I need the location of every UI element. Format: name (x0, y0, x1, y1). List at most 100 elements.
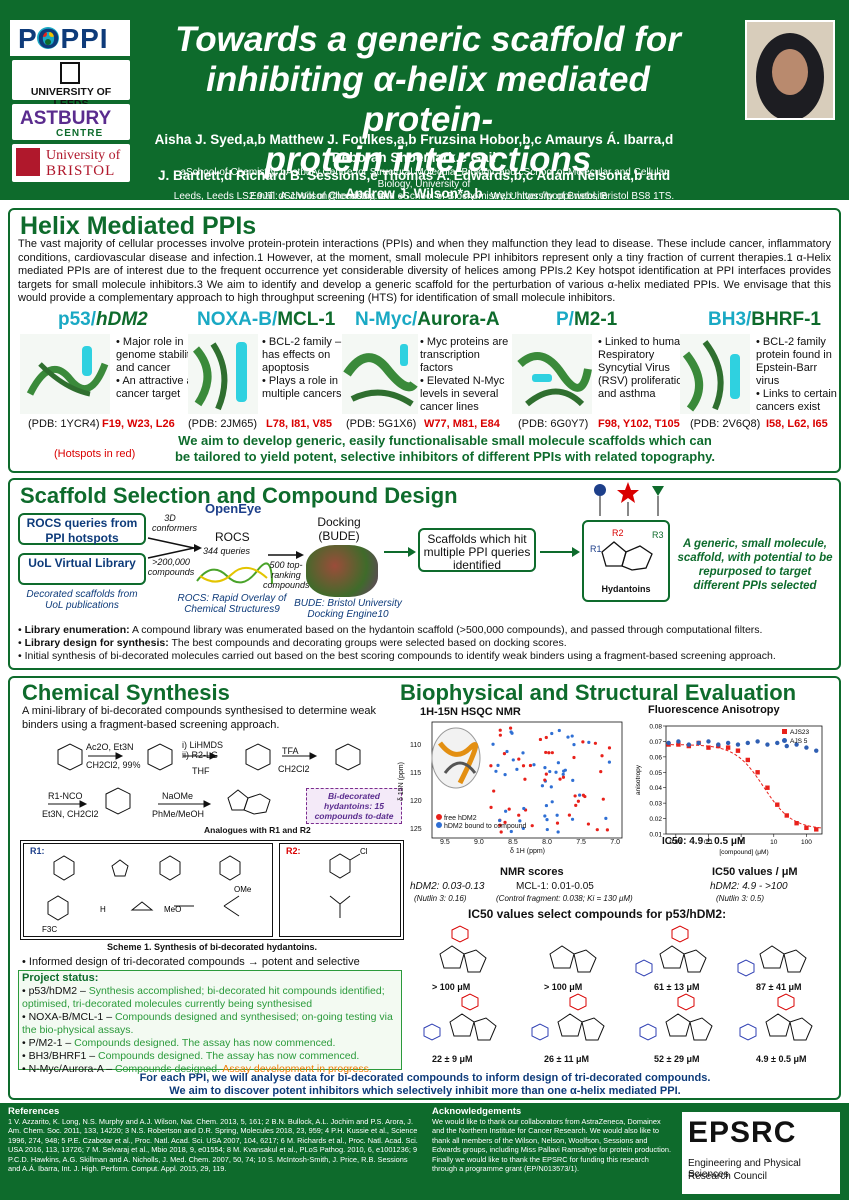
svg-text:F3C: F3C (42, 925, 57, 934)
author-list: Aisha J. Syed,a,b Matthew J. Foulkes,a,b… (134, 131, 694, 203)
status-item: • NOXA-B/MCL-1 – Compounds designed and … (22, 1011, 393, 1036)
data-point (794, 742, 799, 747)
hydantoin-box: R1 R2 R3 Hydantoins (582, 520, 670, 602)
nmr-peak (509, 730, 513, 734)
data-point (784, 743, 789, 749)
nmr-peak (587, 740, 591, 744)
nmr-peak (499, 830, 503, 834)
svg-text:MeO: MeO (164, 905, 181, 914)
hotspot-residues: L78, I81, V85 (266, 418, 333, 430)
poppi-logo: POPPI (10, 20, 130, 56)
nmr-peak (507, 807, 511, 811)
status-name: NOXA-B/MCL-1 – (28, 1011, 115, 1023)
nmr-peak (601, 797, 605, 801)
status-text: Compounds designed and synthesised; on-g… (22, 1011, 393, 1036)
project-status-title: Project status: (22, 972, 99, 984)
portrait-graphic (747, 22, 833, 118)
ppi-title-nmyc: N-Myc/Aurora-A (355, 309, 500, 331)
nmr-peak (599, 770, 603, 774)
ack-text: We would like to thank our collaborators… (432, 1117, 672, 1174)
nmr-xtick: 7.0 (610, 839, 620, 846)
nmr-peak (492, 789, 496, 793)
r-groups-box: R1: OMe F3C H MeO R2: Cl (20, 840, 404, 940)
nmr-peak (498, 728, 502, 732)
data-point (755, 770, 760, 775)
nmr-peak (547, 751, 551, 755)
r2-groups: R2: Cl (279, 843, 401, 937)
aim-line-1: We aim to develop generic, easily functi… (178, 433, 712, 448)
nmr-peak (544, 735, 548, 740)
compound-ic50: 4.9 ± 0.5 μM (756, 1054, 807, 1064)
y-tick-label: 0.04 (649, 785, 662, 792)
scaffold-section (8, 478, 841, 670)
ic50-nutlin: (Nutlin 3: 0.5) (716, 894, 765, 903)
y-tick-label: 0.03 (649, 801, 662, 808)
compound-ic50: 26 ± 11 μM (544, 1054, 589, 1064)
biophys-title: Biophysical and Structural Evaluation (400, 680, 797, 705)
fa-title: Fluorescence Anisotropy (648, 704, 780, 716)
leeds-logo: UNIVERSITY OF LEEDS (12, 60, 130, 110)
reagent-label: CH2Cl2 (278, 764, 310, 774)
header-banner (0, 0, 849, 200)
nmr-legend: free hDM2 hDM2 bound to compound (436, 814, 526, 830)
bi-decorated-box: Bi-decorated hydantoins: 15 compounds to… (306, 788, 402, 824)
poppi-logo-graphic (10, 20, 130, 56)
nmr-peak (521, 751, 525, 755)
data-point (765, 785, 770, 790)
synthesis-scheme (48, 743, 361, 815)
authors-line-2: J. Bartlett,d Richard B. Sessions,e Thom… (157, 168, 671, 201)
scaffold-title: Scaffold Selection and Compound Design (20, 483, 458, 508)
compound-ic50: 22 ± 9 μM (432, 1054, 473, 1064)
bullet-text: Links to certain cancers exist (756, 388, 837, 413)
poppi-logo-text: POPPI (18, 23, 109, 54)
nmr-x-label: δ 1H (ppm) (510, 848, 546, 855)
data-point (765, 742, 770, 747)
bristol-logo: University of BRISTOL (12, 144, 130, 182)
reagent-label: NaOMe (162, 791, 194, 801)
nmr-xtick: 9.5 (440, 839, 450, 846)
nmr-peak (523, 777, 527, 781)
data-point (804, 825, 809, 831)
y-tick-label: 0.05 (649, 770, 662, 777)
nmr-peak (572, 742, 576, 747)
nmr-xtick: 8.0 (542, 839, 552, 846)
nmr-peak (556, 830, 560, 834)
nmr-peak (566, 735, 570, 739)
bullet-text: BCL-2 family – has effects on apoptosis (262, 336, 342, 374)
svg-text:OMe: OMe (234, 885, 252, 894)
astbury-logo-text: ASTBURY (20, 108, 112, 129)
data-point (735, 748, 741, 753)
bullet-bold: Library design for synthesis: (24, 637, 169, 649)
nmr-peak (489, 805, 493, 810)
flow-arrow (384, 547, 416, 557)
nmr-peak (498, 818, 502, 823)
status-name: N-Myc/Aurora-A – (28, 1063, 115, 1075)
contact-email[interactable]: Email: A.J.Wilson@leeds.ac.uk (250, 191, 388, 202)
rocs-overlay-image (196, 562, 273, 585)
project-status-box (18, 970, 402, 1070)
nmr-legend-free: free hDM2 (436, 814, 526, 822)
bullet-item: • An attractive anti-cancer target (116, 375, 208, 400)
reagent-label: TFA (282, 746, 299, 756)
r1-label: R1: (30, 846, 45, 856)
nmr-peak (572, 755, 576, 760)
uol-note: Decorated scaffolds from UoL publication… (26, 589, 138, 611)
compound-ic50: 61 ± 13 μM (654, 982, 700, 992)
reagent-label: Et3N, CH2Cl2 (42, 809, 99, 819)
nmr-peak (550, 731, 554, 736)
nmr-peak (538, 737, 543, 742)
ppi-name-b: hDM2 (96, 309, 148, 330)
x-tick-label: 0.01 (670, 839, 683, 846)
contact-web[interactable]: Web: https://poppi.website (490, 191, 608, 202)
flow-arrows (147, 537, 202, 559)
data-point (676, 742, 681, 747)
nmr-peak (578, 793, 582, 797)
nmr-xticks: 9.5 9.0 8.5 8.0 7.5 7.0 (440, 839, 620, 846)
ppi-name-a: NOXA-B/ (197, 309, 278, 330)
rocs-definition: ROCS: Rapid Overlay of Chemical Structur… (177, 593, 287, 615)
nmr-peak (508, 726, 513, 730)
poster-title: Towards a generic scaffold for inhibitin… (168, 20, 688, 180)
mcl1-score: MCL-1: 0.01-0.05 (516, 881, 594, 892)
nmr-peak (504, 809, 508, 813)
